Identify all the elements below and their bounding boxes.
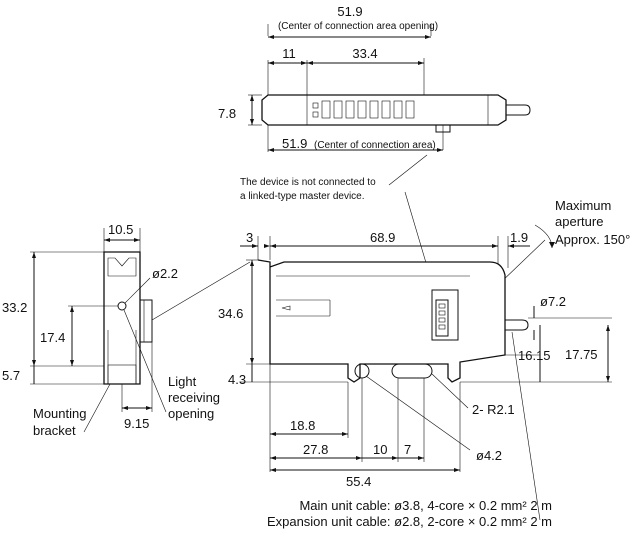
- mounting-label-line2: bracket: [33, 423, 76, 438]
- front-dim-1615: 16.15: [518, 348, 551, 363]
- front-dim-3: 3: [246, 230, 253, 245]
- side-height-total: 33.2: [2, 300, 27, 315]
- expansion-cable-spec: Expansion unit cable: ø2.8, 2-core × 0.2…: [267, 514, 552, 529]
- front-dim-42: ø4.2: [476, 448, 502, 463]
- top-overall-note: (Center of connection area opening): [278, 21, 438, 32]
- top-height-dim: 7.8: [218, 106, 236, 121]
- main-cable-spec: Main unit cable: ø3.8, 4-core × 0.2 mm² …: [299, 498, 552, 513]
- front-dim-r21: 2- R2.1: [472, 402, 515, 417]
- top-view: 51.9 (Center of connection area opening)…: [218, 4, 531, 152]
- top-dim-b: 33.4: [352, 46, 377, 61]
- side-width-dim: 10.5: [108, 222, 133, 237]
- digit-display: [312, 100, 415, 119]
- front-dim-72: ø7.2: [540, 294, 566, 309]
- front-body-outline: [257, 259, 506, 383]
- top-bottom-dim: 51.9: [282, 136, 307, 151]
- note-line1: The device is not connected to: [240, 177, 376, 188]
- front-dim-len: 68.9: [370, 230, 395, 245]
- front-dim-1775: 17.75: [565, 347, 598, 362]
- front-dim-7: 7: [404, 442, 411, 457]
- front-dim-188: 18.8: [290, 418, 315, 433]
- note-line2: a linked-type master device.: [240, 191, 365, 202]
- aperture-line3: Approx. 150°: [555, 232, 630, 247]
- side-height-low: 5.7: [2, 368, 20, 383]
- front-dim-278: 27.8: [303, 442, 328, 457]
- connector-pins: [438, 303, 446, 330]
- top-dim-a: 11: [282, 46, 296, 61]
- light-label-line3: opening: [168, 406, 214, 421]
- front-height-dim: 34.6: [218, 306, 243, 321]
- top-bottom-note: (Center of connection area): [314, 140, 436, 151]
- front-dim-43: 4.3: [228, 372, 246, 387]
- side-height-mid: 17.4: [40, 330, 65, 345]
- aperture-line1: Maximum: [555, 198, 611, 213]
- side-hole-dim: ø2.2: [152, 266, 178, 281]
- front-dim-10: 10: [373, 442, 387, 457]
- mounting-label-line1: Mounting: [33, 406, 86, 421]
- side-offset-dim: 9.15: [124, 416, 149, 431]
- front-dim-554: 55.4: [346, 474, 371, 489]
- front-dim-19: 1.9: [510, 230, 528, 245]
- side-body-outline: [103, 251, 141, 385]
- side-view: 10.5 ø2.2 33.2 17.4 5.7 9.1: [2, 222, 251, 438]
- top-overall-dim: 51.9: [337, 4, 362, 19]
- top-body-outline: [261, 94, 507, 126]
- aperture-line2: aperture: [555, 214, 603, 229]
- front-view: 3 68.9 1.9 34.6 4.3: [218, 230, 612, 521]
- light-label-line1: Light: [168, 374, 197, 389]
- light-label-line2: receiving: [168, 390, 220, 405]
